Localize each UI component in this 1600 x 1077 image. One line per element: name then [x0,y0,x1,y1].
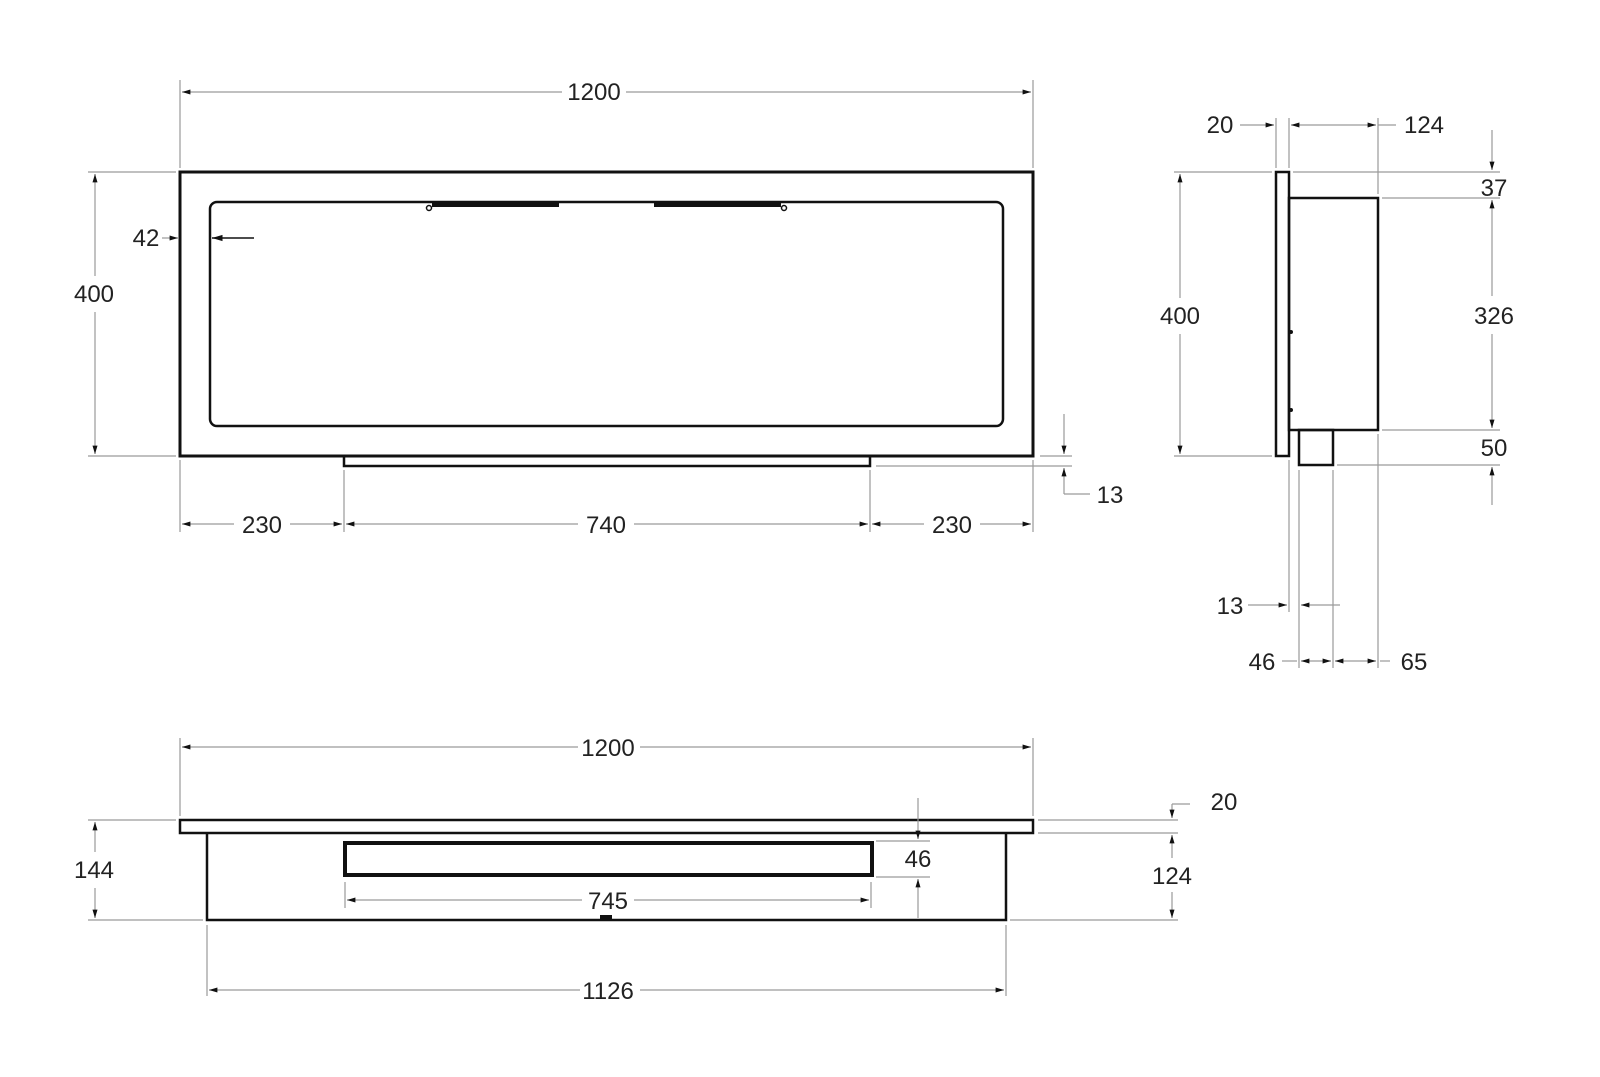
rail-pin-right [780,204,788,212]
dim-side-top-offset: 37 [1481,175,1508,202]
side-view: 20 124 400 37 326 50 13 46 6 [1160,112,1514,676]
dim-front-width: 1200 [567,79,620,106]
burner-rail-left [432,203,559,207]
side-bracket-pin-upper [1289,330,1293,334]
dim-left-offset: 230 [242,512,282,539]
dim-side-height: 400 [1160,303,1200,330]
dim-top-body-depth: 124 [1152,863,1192,890]
dim-front-height: 400 [74,281,114,308]
dim-side-body-depth: 124 [1404,112,1444,139]
dim-right-offset: 230 [932,512,972,539]
side-bracket-pin-lower [1289,408,1293,412]
dim-top-panel-thickness: 20 [1211,789,1238,816]
dim-top-width: 1200 [581,735,634,762]
side-front-panel [1274,170,1291,458]
top-center-tab [600,915,612,920]
rail-pin-left [425,204,433,212]
dim-side-gap: 13 [1217,593,1244,620]
front-outer-frame [178,170,1035,458]
dim-top-slot-depth: 46 [905,846,932,873]
dim-top-slot-width: 745 [588,888,628,915]
dim-side-rear-offset: 65 [1401,649,1428,676]
dim-side-spout-width: 46 [1249,649,1276,676]
top-burner-slot [343,841,874,877]
top-front-panel [178,818,1035,835]
dim-center-width: 740 [586,512,626,539]
dim-side-bottom-offset: 50 [1481,435,1508,462]
dim-side-body-height: 326 [1474,303,1514,330]
dim-side-panel-thickness: 20 [1207,112,1234,139]
dim-top-body-width: 1126 [582,978,634,1005]
front-inner-opening [208,200,1005,428]
side-spout [1297,428,1335,467]
side-body [1287,196,1380,432]
dim-top-depth: 144 [74,857,114,884]
dim-frame-inset: 42 [133,225,160,252]
burner-rail-right [654,203,781,207]
front-bottom-protrusion [342,456,872,468]
front-view: 1200 400 42 230 740 230 13 [74,79,1123,539]
dim-bottom-protrusion: 13 [1097,482,1124,509]
top-view: 1200 144 745 46 1126 20 124 [74,735,1237,1005]
